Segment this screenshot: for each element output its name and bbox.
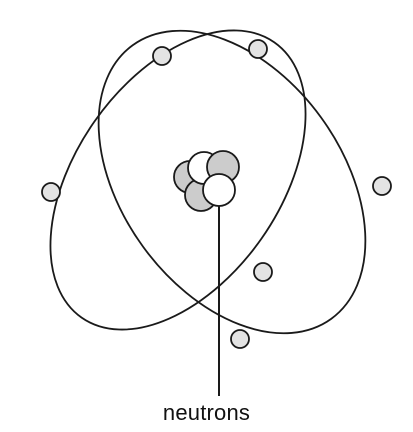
neutrons-label: neutrons [0, 400, 413, 426]
electron [373, 177, 391, 195]
nucleus [174, 151, 239, 211]
electron [231, 330, 249, 348]
electron [249, 40, 267, 58]
nucleus-particle-neutron [203, 174, 235, 206]
electron [254, 263, 272, 281]
electron [153, 47, 171, 65]
electron [42, 183, 60, 201]
